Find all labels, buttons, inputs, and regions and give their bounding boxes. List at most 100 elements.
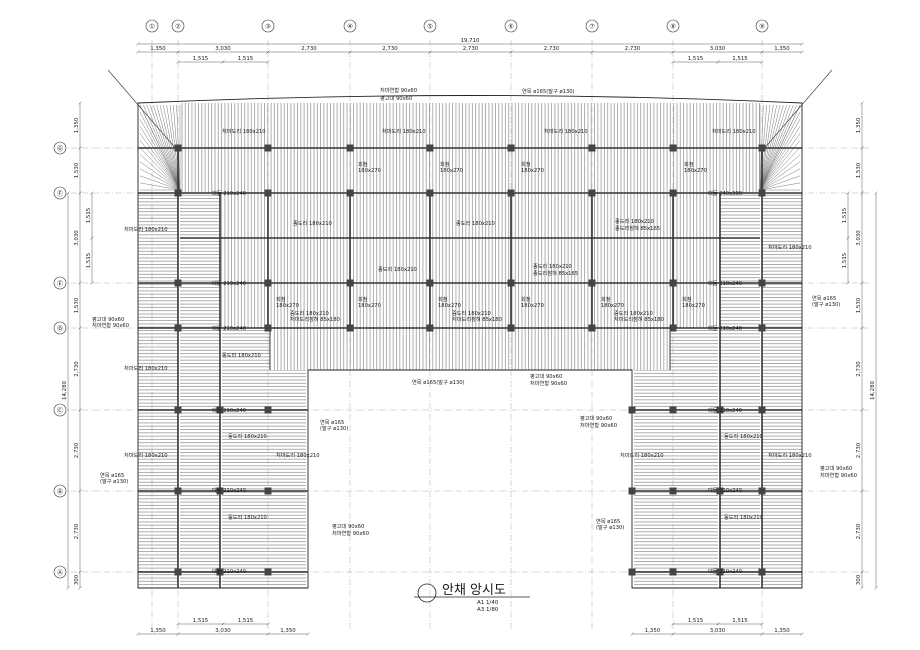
label-cheoma-yeonham-right-b: 처마연함 90x60 bbox=[820, 471, 857, 479]
label-daedeul-c-right: 대들 210x240 bbox=[708, 406, 742, 414]
grid-row-label-3: Ⓔ bbox=[57, 280, 64, 288]
post-51 bbox=[758, 406, 766, 414]
dim-text-16: 1,530 bbox=[74, 162, 80, 178]
grid-col-marker-3 bbox=[261, 19, 275, 33]
fan-rafter-48 bbox=[759, 161, 801, 191]
label-jungdori-3: 중도리 180x210 bbox=[614, 309, 653, 317]
post-50 bbox=[716, 568, 724, 576]
label-pyeonggodae-left-a: 평고대 90x60 bbox=[332, 522, 364, 530]
label-cheoma-yeonham-right-c: 처마연함 90x60 bbox=[580, 421, 617, 429]
post-49 bbox=[716, 487, 724, 495]
label-pyeonggodae-center: 평고대 90x60 bbox=[530, 372, 562, 380]
rafters-left-inner bbox=[180, 193, 220, 588]
label-jungdori-jangyeo-2: 처마도리장혀 85x180 bbox=[452, 315, 502, 323]
fan-rafter-51 bbox=[759, 182, 801, 191]
dim-tick-30b bbox=[846, 281, 850, 285]
post-2 bbox=[174, 189, 182, 197]
label-cheoma-dori-1: 처마도리 180x210 bbox=[222, 127, 266, 135]
dim-tick-7a bbox=[509, 50, 513, 54]
dim-text-15: 1,350 bbox=[74, 117, 80, 133]
label-hoecheom-10: 회첨 bbox=[682, 295, 692, 303]
label-cheoma-yeonham-top: 처마연함 90x60 bbox=[380, 86, 417, 94]
post-19 bbox=[507, 279, 515, 287]
label-jongdori-jangyeo-1: 종도리장혀 85x165 bbox=[615, 224, 660, 232]
dim-text-21: 14,280 bbox=[62, 381, 68, 400]
fan-rafter-18 bbox=[139, 133, 181, 191]
dim-tick-10b bbox=[800, 50, 804, 54]
label-cheoma-dori-left-2: 처마도리 180x210 bbox=[124, 451, 168, 459]
post-3 bbox=[174, 279, 182, 287]
label-hoecheom-1: 회첨 bbox=[358, 160, 368, 168]
label-daedeul-b-left: 대들 210x240 bbox=[212, 486, 246, 494]
hip-line-ne bbox=[761, 69, 833, 152]
post-4 bbox=[174, 324, 182, 332]
label-jungdori-jangyeo-3: 처마도리장혀 85x180 bbox=[614, 315, 664, 323]
label-hoecheom-6: 회첨 bbox=[358, 295, 368, 303]
fan-rafter-46 bbox=[759, 147, 801, 191]
grid-col-marker-1 bbox=[145, 19, 159, 33]
post-10 bbox=[346, 189, 354, 197]
post-18 bbox=[507, 189, 515, 197]
label-jongdori-1: 종도리 180x210 bbox=[293, 219, 332, 227]
dim-tick-36b bbox=[860, 586, 864, 590]
fan-rafter-24 bbox=[139, 175, 181, 191]
post-42 bbox=[628, 406, 636, 414]
dim-tick-17a bbox=[78, 191, 82, 195]
label-hoecheom-5: 회첨 bbox=[276, 295, 286, 303]
label-hoecheom-3-size: 180x270 bbox=[521, 168, 544, 174]
dim-text-40: 3,030 bbox=[215, 628, 231, 634]
dim-tick-19a bbox=[90, 236, 94, 240]
label-cheoma-dori-right-wing: 처마도리 180x210 bbox=[768, 243, 812, 251]
label-jongdori-jangyeo-2: 종도리 180x210 bbox=[533, 262, 572, 270]
post-5 bbox=[264, 144, 272, 152]
post-8 bbox=[264, 324, 272, 332]
dim-text-31: 1,530 bbox=[856, 297, 862, 313]
dim-text-27: 1,530 bbox=[856, 162, 862, 178]
grid-col-label-7: ⑦ bbox=[589, 23, 595, 31]
dim-text-34: 2,730 bbox=[856, 442, 862, 458]
label-yeonmok-bottom-center: 연목 ø165(말구 ø130) bbox=[412, 378, 465, 386]
label-yeonmok-right-a-sub: (말구 ø130) bbox=[596, 523, 624, 531]
post-24 bbox=[588, 324, 596, 332]
dim-tick-16a bbox=[78, 146, 82, 150]
dim-text-42: 1,515 bbox=[688, 618, 703, 624]
dim-tick-10a bbox=[760, 50, 764, 54]
dim-text-30: 1,515 bbox=[842, 253, 848, 268]
label-daedeul-a-right: 대들 210x240 bbox=[708, 567, 742, 575]
grid-col-label-2: ② bbox=[175, 23, 181, 31]
post-25 bbox=[669, 144, 677, 152]
dim-text-18: 1,515 bbox=[86, 208, 92, 223]
drawing-title-block: 안채 앙시도 A1 1/40 A3 1/80 bbox=[414, 583, 530, 613]
grid-row-marker-7 bbox=[53, 565, 67, 579]
grid-col-marker-8 bbox=[666, 19, 680, 33]
post-27 bbox=[669, 279, 677, 287]
post-40 bbox=[264, 487, 272, 495]
label-cheoma-dori-2: 처마도리 180x210 bbox=[382, 127, 426, 135]
dim-tick-37a bbox=[176, 622, 180, 626]
dim-text-1: 19,710 bbox=[461, 38, 480, 44]
fan-rafter-49 bbox=[759, 168, 801, 191]
dim-text-37: 1,515 bbox=[193, 618, 208, 624]
dim-tick-33a bbox=[874, 191, 878, 195]
dim-tick-21a bbox=[66, 191, 70, 195]
dim-text-33: 14,280 bbox=[870, 381, 876, 400]
label-jongdori-3: 종도리 180x210 bbox=[615, 217, 654, 225]
grid-col-marker-6 bbox=[504, 19, 518, 33]
dim-tick-15a bbox=[78, 101, 82, 105]
label-cheoma-yeonham-left-a: 처마연함 90x60 bbox=[332, 529, 369, 537]
fan-rafter-16 bbox=[139, 119, 181, 191]
label-hoecheom-3: 회첨 bbox=[521, 160, 531, 168]
grid-row-marker-1 bbox=[53, 141, 67, 155]
label-jungdori-2: 중도리 180x210 bbox=[452, 309, 491, 317]
dim-tick-1a bbox=[136, 42, 140, 46]
dim-text-25: 300 bbox=[74, 574, 80, 585]
dim-tick-12a bbox=[221, 60, 225, 64]
fan-rafter-41 bbox=[759, 111, 801, 191]
dim-tick-20a bbox=[78, 281, 82, 285]
post-28 bbox=[669, 324, 677, 332]
dim-text-19: 1,515 bbox=[86, 253, 92, 268]
dim-text-5: 2,730 bbox=[382, 46, 398, 52]
dim-text-38: 1,515 bbox=[238, 618, 253, 624]
